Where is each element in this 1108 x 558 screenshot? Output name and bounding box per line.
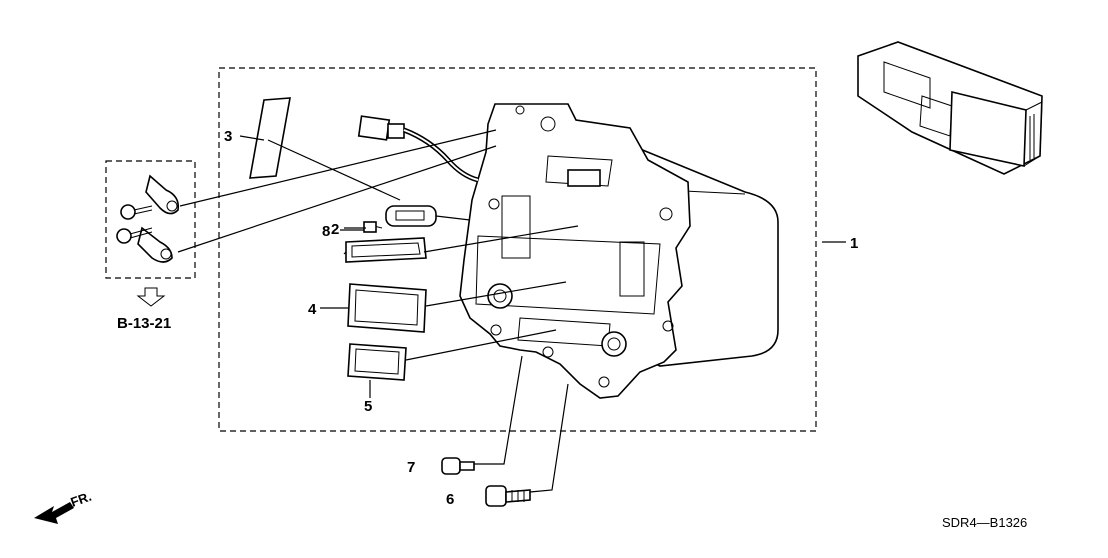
gasket-5	[347, 343, 407, 381]
label-plate-3	[249, 97, 291, 179]
callout-1: 1	[850, 235, 858, 252]
terminal-bolts	[116, 174, 180, 263]
terminal-subframe	[105, 160, 196, 279]
diagram-code: SDR4—B1326	[942, 515, 1027, 530]
fr-direction-arrow-icon	[34, 502, 74, 524]
reference-arrow-icon	[136, 287, 166, 307]
callout-7: 7	[407, 459, 415, 476]
bolt-7	[441, 457, 475, 475]
connector-plug-8	[363, 205, 437, 233]
callout-4: 4	[308, 301, 317, 318]
mounting-bracket	[459, 103, 691, 399]
callout-5: 5	[364, 398, 372, 415]
callout-6: 6	[446, 491, 454, 508]
callout-2: 2	[331, 221, 339, 238]
gasket-2	[345, 237, 427, 263]
gasket-4	[347, 283, 427, 333]
reference-label: B-13-21	[117, 315, 171, 332]
fr-label: FR.	[69, 489, 94, 510]
location-thumbnail	[857, 41, 1043, 175]
bolt-6	[485, 485, 531, 507]
leader-lines	[177, 129, 846, 493]
wire-harness	[357, 115, 479, 183]
callout-3: 3	[224, 128, 232, 145]
callout-8: 8	[322, 223, 330, 240]
